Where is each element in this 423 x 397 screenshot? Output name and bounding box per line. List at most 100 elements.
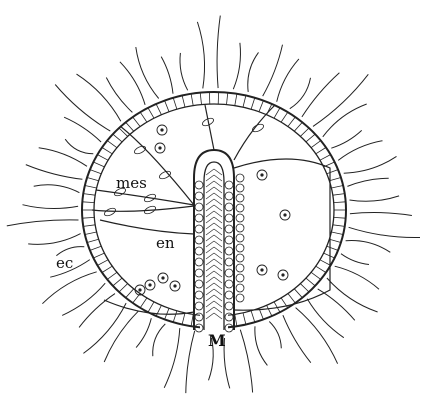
ectoderm-cell-wall bbox=[173, 311, 177, 322]
pharynx-hatch bbox=[206, 283, 214, 289]
internal-structures bbox=[92, 105, 330, 332]
pharynx-hatch bbox=[214, 229, 222, 235]
endoderm-cell bbox=[236, 184, 244, 192]
ectoderm-cell-wall bbox=[320, 155, 331, 161]
ectoderm-cell-wall bbox=[126, 122, 134, 131]
endoderm-cell bbox=[236, 244, 244, 252]
ectoderm-cell-wall bbox=[243, 96, 246, 108]
pharynx-hatch bbox=[206, 295, 214, 301]
cilium bbox=[217, 16, 220, 89]
mesentery bbox=[205, 105, 214, 150]
pharynx-hatch bbox=[214, 169, 222, 175]
cilium bbox=[349, 227, 420, 237]
mesoderm-cell bbox=[158, 170, 171, 181]
pharynx-hatch bbox=[206, 187, 214, 193]
cilium bbox=[296, 308, 338, 364]
pharynx-hatch bbox=[214, 247, 222, 253]
pharynx-hatch bbox=[214, 259, 222, 265]
ectoderm-cell-wall bbox=[182, 313, 185, 325]
ectoderm-cell-wall bbox=[133, 117, 140, 127]
cilium bbox=[197, 22, 204, 89]
cilium bbox=[104, 311, 138, 362]
pharynx-hatch bbox=[206, 253, 214, 259]
mesentery bbox=[234, 105, 275, 160]
ectoderm-cell-wall bbox=[156, 104, 161, 115]
pharynx-hatch bbox=[206, 205, 214, 211]
ectoderm-cell-wall bbox=[93, 162, 104, 167]
cilium bbox=[23, 205, 79, 209]
ectoderm-cell-wall bbox=[98, 155, 109, 161]
pharynx-cell bbox=[225, 203, 233, 211]
pharynx-cell bbox=[195, 192, 203, 200]
pharynx-hatch bbox=[206, 217, 214, 223]
pharynx-cell bbox=[225, 236, 233, 244]
cilium bbox=[240, 330, 252, 393]
pharynx-hatch bbox=[214, 187, 222, 193]
pharynx-hatch bbox=[214, 181, 222, 187]
ectoderm-cell-wall bbox=[113, 134, 122, 142]
mesoderm-cell bbox=[103, 207, 116, 218]
ectoderm-cell-wall bbox=[324, 253, 335, 258]
cilium bbox=[65, 139, 93, 154]
ectoderm-cell-wall bbox=[113, 278, 122, 286]
pharynx-cell bbox=[195, 236, 203, 244]
ectoderm-cell-wall bbox=[235, 314, 237, 326]
pharynx-outer bbox=[194, 150, 234, 330]
pharynx-hatch bbox=[214, 223, 222, 229]
ectoderm-cell-wall bbox=[148, 302, 154, 312]
pharynx-cell bbox=[225, 280, 233, 288]
ectoderm-cell-wall bbox=[333, 194, 345, 196]
cilium bbox=[335, 266, 379, 289]
pharynx-cell bbox=[195, 280, 203, 288]
pharynx-cell bbox=[225, 181, 233, 189]
endoderm-cell bbox=[236, 224, 244, 232]
cilium bbox=[331, 130, 361, 148]
cilium bbox=[350, 212, 412, 215]
ectoderm-cell-wall bbox=[173, 98, 177, 109]
ectoderm-cell-wall bbox=[327, 170, 338, 174]
pharynx-hatch bbox=[214, 211, 222, 217]
ectoderm-cell-wall bbox=[311, 272, 321, 279]
ectoderm-cell-wall bbox=[107, 141, 117, 148]
en-label: en bbox=[156, 234, 175, 252]
ectoderm-cell-wall bbox=[306, 134, 315, 142]
cilium bbox=[307, 299, 344, 338]
cilium bbox=[186, 331, 195, 393]
pharynx-cell bbox=[195, 258, 203, 266]
cilium bbox=[79, 294, 115, 328]
ectoderm-cell-wall bbox=[329, 239, 341, 242]
m-label: M bbox=[208, 331, 226, 350]
cilium bbox=[290, 78, 311, 109]
ec-label: ec bbox=[56, 254, 73, 272]
ectoderm-cell-wall bbox=[267, 305, 272, 316]
pharynx-hatch bbox=[206, 169, 214, 175]
pharynx-cell bbox=[225, 291, 233, 299]
cilium bbox=[347, 178, 388, 186]
pharynx-hatch bbox=[206, 259, 214, 265]
endoderm-cell bbox=[236, 274, 244, 282]
ectoderm-cell-wall bbox=[316, 148, 326, 154]
cilium bbox=[164, 328, 180, 388]
endoderm-chamber-left bbox=[100, 220, 194, 314]
pharynx-hatch bbox=[214, 199, 222, 205]
endoderm-cell bbox=[236, 264, 244, 272]
mesoderm-cell bbox=[133, 145, 146, 156]
pharynx-hatch bbox=[214, 277, 222, 283]
cilium bbox=[327, 278, 378, 312]
cilium bbox=[34, 185, 80, 193]
cilium bbox=[263, 45, 283, 96]
cilium bbox=[77, 74, 121, 121]
ectoderm-cell-wall bbox=[82, 202, 94, 203]
ectoderm-cell-wall bbox=[259, 101, 263, 112]
ectoderm-cell-wall bbox=[191, 94, 193, 106]
ectoderm-cell-wall bbox=[300, 284, 309, 292]
pharynx-hatch bbox=[206, 223, 214, 229]
cell-nucleus bbox=[158, 146, 161, 149]
ectoderm-cell-wall bbox=[200, 93, 201, 105]
pharynx-cell bbox=[225, 247, 233, 255]
ectoderm-cell-wall bbox=[294, 122, 302, 131]
cilium bbox=[62, 283, 105, 315]
cell-nucleus bbox=[161, 276, 164, 279]
ectoderm-cell-wall bbox=[288, 294, 295, 304]
